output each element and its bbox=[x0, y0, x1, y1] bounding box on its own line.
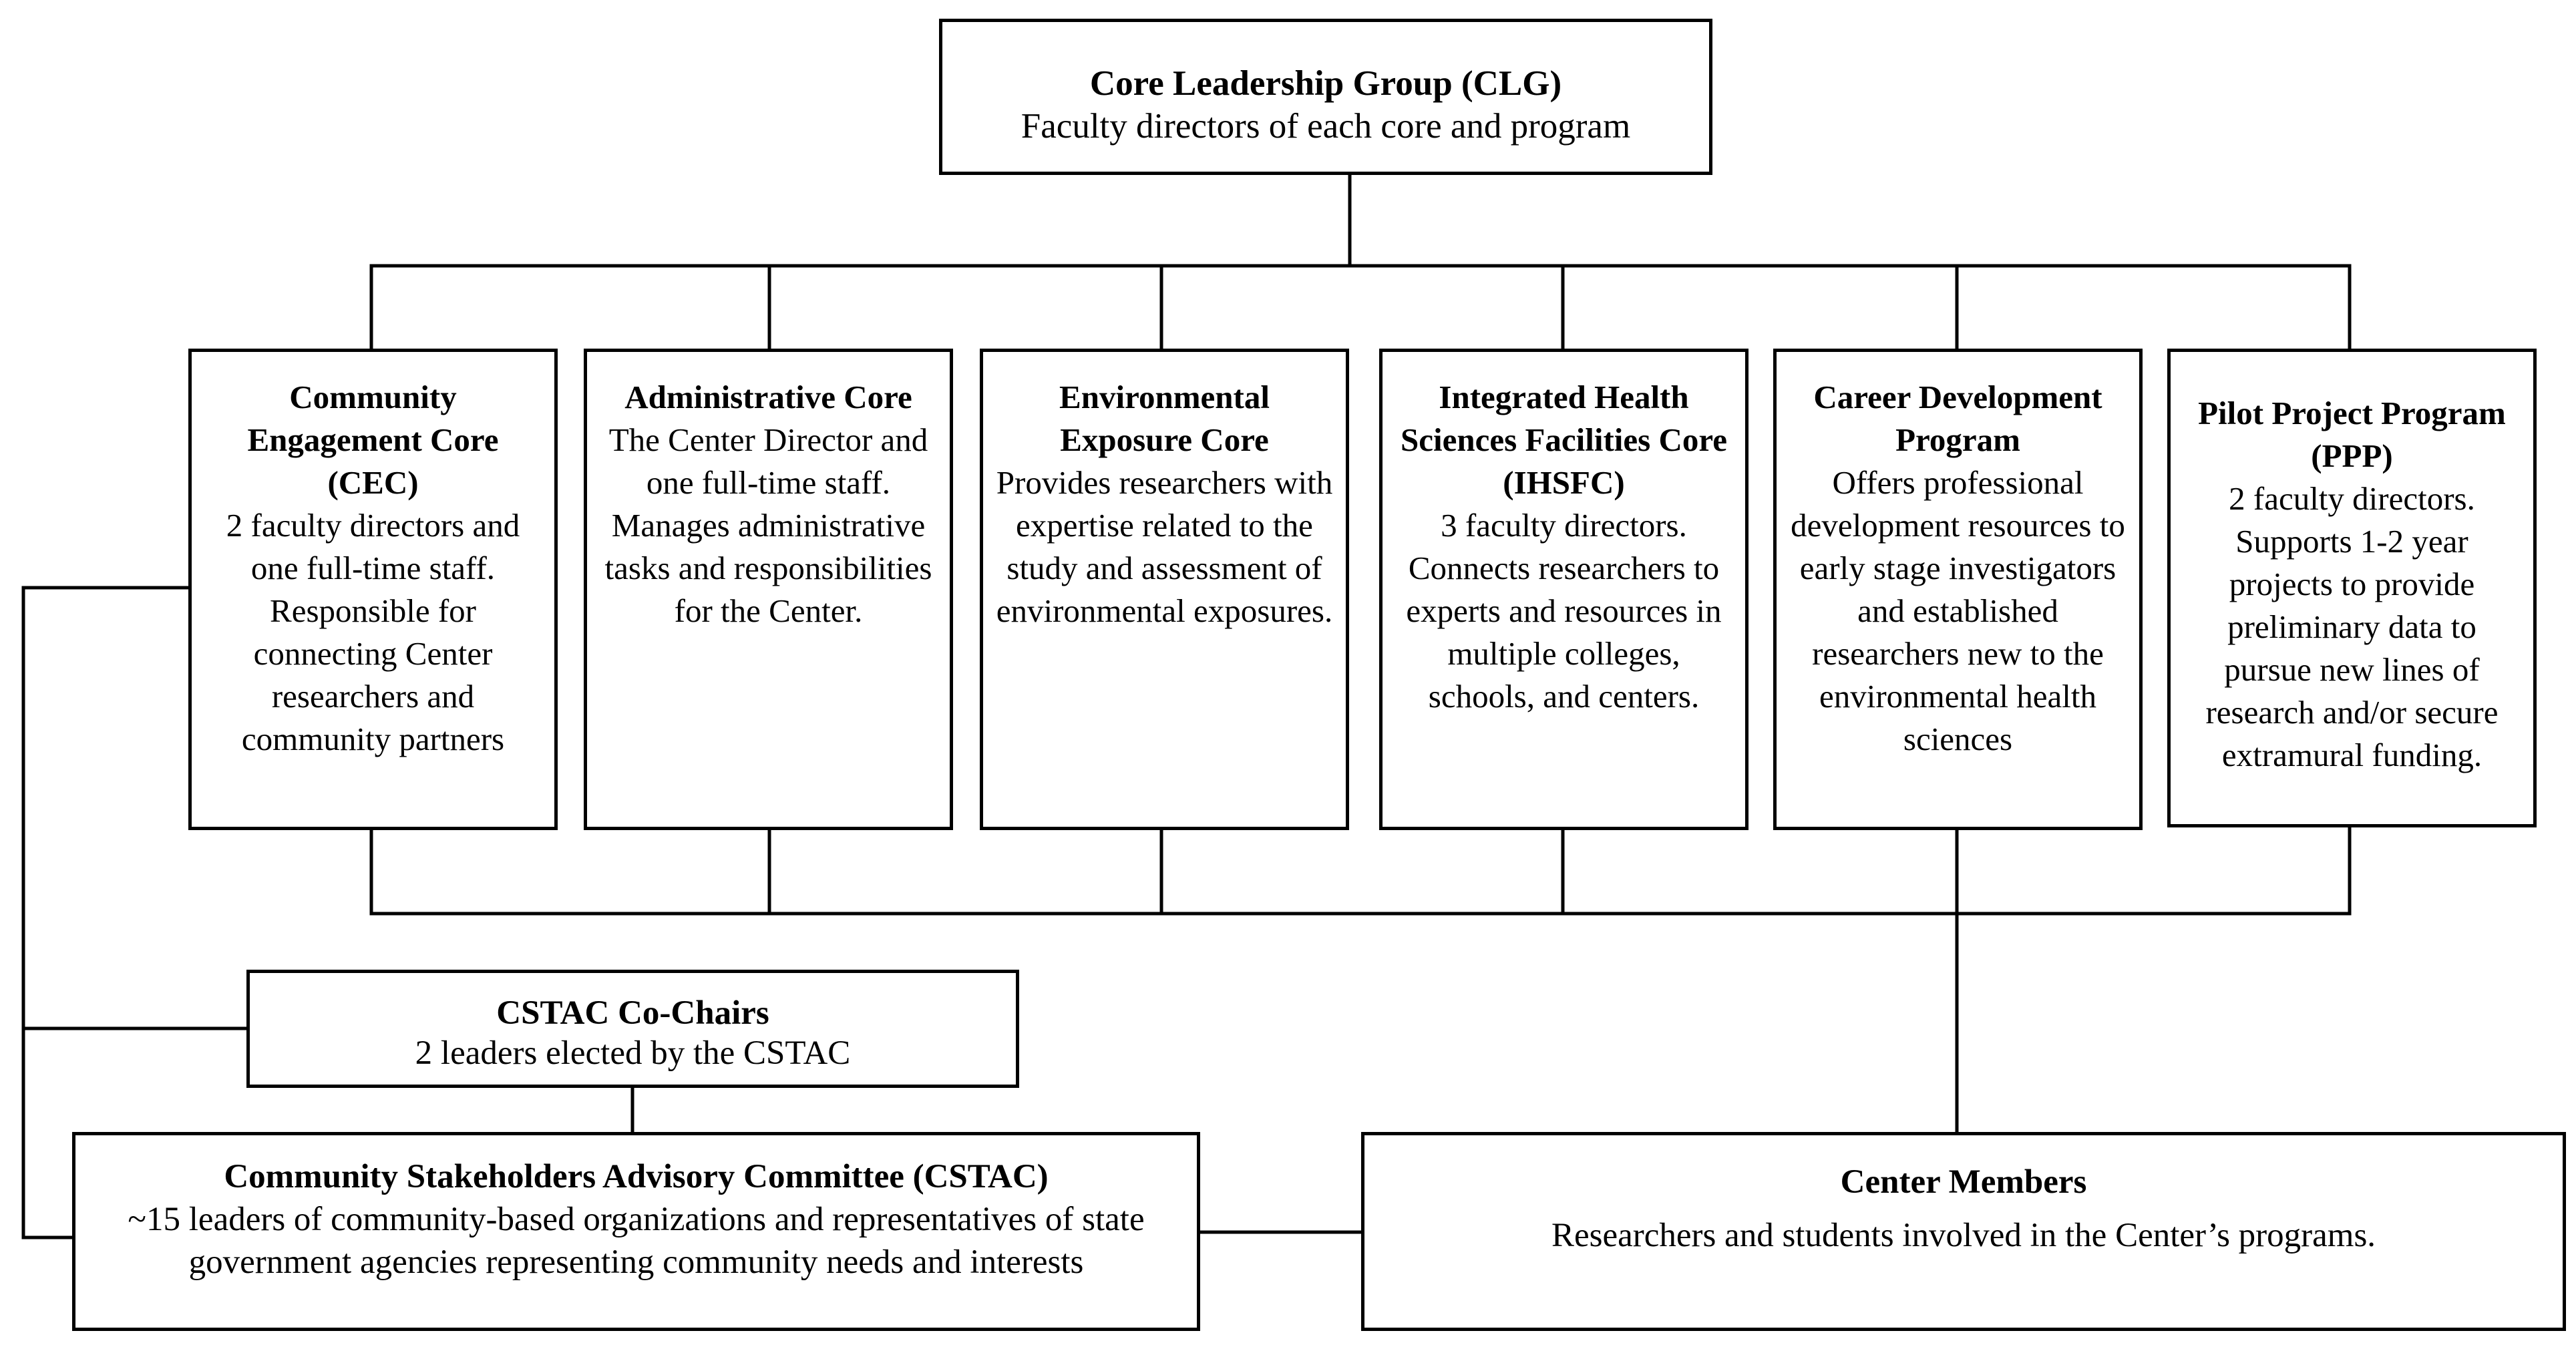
community-engagement-core-box: Community Engagement Core (CEC) 2 facult… bbox=[188, 349, 558, 830]
box-description: ~15 leaders of community-based organizat… bbox=[128, 1201, 1145, 1281]
box-description: Faculty directors of each core and progr… bbox=[1021, 107, 1631, 146]
box-title: Center Members bbox=[1840, 1163, 2087, 1201]
box-description: Offers professional development resource… bbox=[1791, 464, 2125, 757]
administrative-core-box: Administrative Core The Center Director … bbox=[584, 349, 953, 830]
cstac-co-chairs-box: CSTAC Co-Chairs 2 leaders elected by the… bbox=[246, 970, 1019, 1088]
box-title: Integrated Health Sciences Facilities Co… bbox=[1401, 379, 1727, 501]
box-title: Environmental Exposure Core bbox=[1059, 379, 1270, 458]
pilot-project-program-box: Pilot Project Program (PPP) 2 faculty di… bbox=[2167, 349, 2537, 827]
integrated-health-sciences-facilities-core-box: Integrated Health Sciences Facilities Co… bbox=[1379, 349, 1749, 830]
box-title: Core Leadership Group (CLG) bbox=[1089, 64, 1562, 103]
career-development-program-box: Career Development Program Offers profes… bbox=[1773, 349, 2143, 830]
environmental-exposure-core-box: Environmental Exposure Core Provides res… bbox=[980, 349, 1349, 830]
box-description: 3 faculty directors. Connects researcher… bbox=[1406, 507, 1722, 715]
box-title: Career Development Program bbox=[1813, 379, 2102, 458]
box-title: Administrative Core bbox=[624, 379, 912, 415]
box-description: Researchers and students involved in the… bbox=[1551, 1217, 2376, 1254]
box-description: Provides researchers with expertise rela… bbox=[996, 464, 1333, 629]
core-leadership-group-box: Core Leadership Group (CLG) Faculty dire… bbox=[939, 19, 1712, 175]
box-description: 2 faculty directors and one full-time st… bbox=[226, 507, 520, 757]
box-title: Pilot Project Program (PPP) bbox=[2198, 395, 2506, 474]
box-description: 2 leaders elected by the CSTAC bbox=[415, 1034, 851, 1072]
cstac-box: Community Stakeholders Advisory Committe… bbox=[72, 1132, 1200, 1331]
box-title: CSTAC Co-Chairs bbox=[496, 994, 769, 1032]
box-title: Community Stakeholders Advisory Committe… bbox=[224, 1158, 1049, 1195]
box-description: 2 faculty directors. Supports 1-2 year p… bbox=[2205, 480, 2499, 773]
center-members-box: Center Members Researchers and students … bbox=[1361, 1132, 2566, 1331]
box-description: The Center Director and one full-time st… bbox=[604, 421, 932, 629]
box-title: Community Engagement Core (CEC) bbox=[247, 379, 499, 501]
